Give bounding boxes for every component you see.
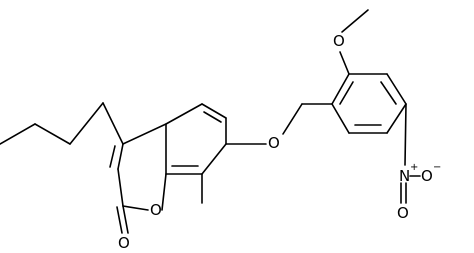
bond-ar-c3-c4-inner	[380, 81, 397, 105]
bond-c2-carbonyl-2	[116, 206, 123, 234]
atom-carbonyl-oxygen: O	[118, 234, 130, 252]
bond-c7-c8	[201, 143, 227, 175]
bond-c5-c6-inner	[203, 111, 222, 123]
bond-ar-nitro	[404, 103, 407, 166]
bond-ar-c4-c5	[386, 103, 407, 134]
bond-methoxy-ch3	[341, 9, 369, 33]
bond-butyl-4	[102, 102, 124, 145]
bond-c4-c3	[117, 143, 124, 170]
bond-ar-c3-c4	[386, 73, 407, 105]
bond-ar-methoxy-o	[339, 51, 350, 75]
atom-nitro-oxide-oxygen: O	[421, 167, 433, 185]
bond-ar-c1-c2	[331, 73, 350, 105]
atom-ether-oxygen: O	[268, 134, 280, 152]
bond-butyl-1	[0, 123, 36, 145]
atom-nitro-nitrogen: N	[399, 167, 410, 185]
bond-c2-carbonyl	[122, 205, 129, 234]
bond-c4-c3-inner	[109, 145, 116, 168]
bond-butyl-3	[69, 102, 104, 145]
atom-nitro-oxygen: O	[397, 204, 409, 222]
bond-o1-c8a	[161, 173, 167, 211]
atom-nitro-charge-minus: −	[433, 162, 441, 173]
bond-butyl-2	[34, 123, 71, 145]
bond-lines	[0, 9, 421, 234]
atom-labels: O O O O N + O − O	[118, 32, 441, 252]
atom-nitro-charge-plus: +	[410, 162, 418, 173]
bond-c5-c6	[201, 103, 227, 119]
atom-methoxy-oxygen: O	[333, 32, 345, 50]
bond-c4a-c5	[165, 103, 203, 125]
bond-ar-c1-c2-inner	[339, 81, 354, 105]
atom-ring-oxygen: O	[150, 201, 162, 219]
bond-ar-c6-c1	[331, 103, 350, 134]
bond-c4-c4a	[122, 123, 167, 145]
bond-c3-c2	[117, 168, 124, 207]
bond-c2-o1	[122, 205, 149, 211]
bond-o-ch2	[282, 103, 303, 135]
